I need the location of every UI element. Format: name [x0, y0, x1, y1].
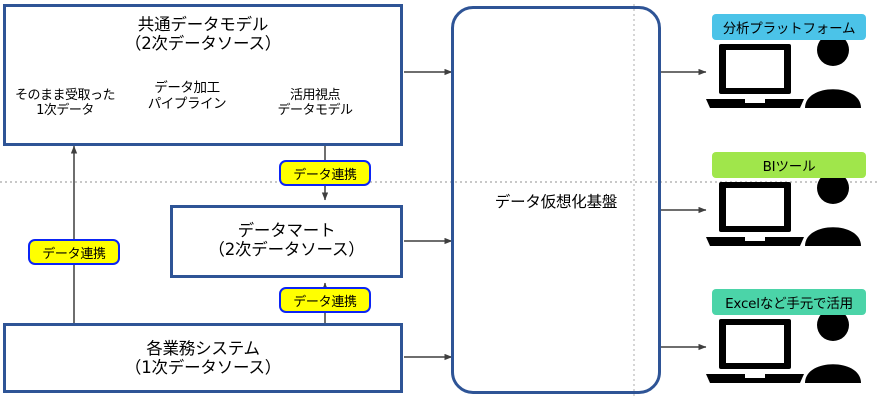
consumer-icon-bi-tool: [706, 172, 861, 246]
laptop-base-icon: [706, 374, 804, 383]
person-body-icon: [805, 89, 861, 108]
consumer-badge-label: 分析プラットフォーム: [722, 21, 856, 37]
linkage-chip-systems-to-mart[interactable]: データ連携: [279, 287, 371, 313]
person-body-icon: [805, 227, 861, 246]
linkage-chip-model-to-mart[interactable]: データ連携: [279, 160, 371, 186]
consumer-badge-label: BIツール: [762, 159, 816, 175]
consumer-badge-label: Excelなど手元で活用: [725, 296, 853, 312]
linkage-chip-label: データ連携: [42, 246, 106, 262]
consumer-icon-excel-desktop: [706, 309, 861, 383]
data-virtualization-platform-box[interactable]: [451, 6, 661, 394]
consumer-badge-bi-tool[interactable]: BIツール: [712, 152, 866, 178]
data-mart-box[interactable]: [170, 205, 403, 278]
consumer-icon-analytics-platform: [706, 34, 861, 108]
laptop-screen-icon: [719, 44, 791, 94]
linkage-chip-label: データ連携: [293, 294, 357, 310]
linkage-chip-systems-to-model[interactable]: データ連携: [28, 239, 120, 265]
person-body-icon: [805, 364, 861, 383]
consumer-badge-analytics-platform[interactable]: 分析プラットフォーム: [712, 14, 866, 40]
linkage-chip-label: データ連携: [293, 167, 357, 183]
laptop-base-icon: [706, 237, 804, 246]
laptop-screen-icon: [719, 182, 791, 232]
laptop-base-icon: [706, 99, 804, 108]
laptop-screen-icon: [719, 319, 791, 369]
business-systems-box[interactable]: [3, 323, 403, 393]
common-data-model-box[interactable]: [3, 4, 403, 146]
consumer-badge-excel-desktop[interactable]: Excelなど手元で活用: [712, 289, 866, 315]
